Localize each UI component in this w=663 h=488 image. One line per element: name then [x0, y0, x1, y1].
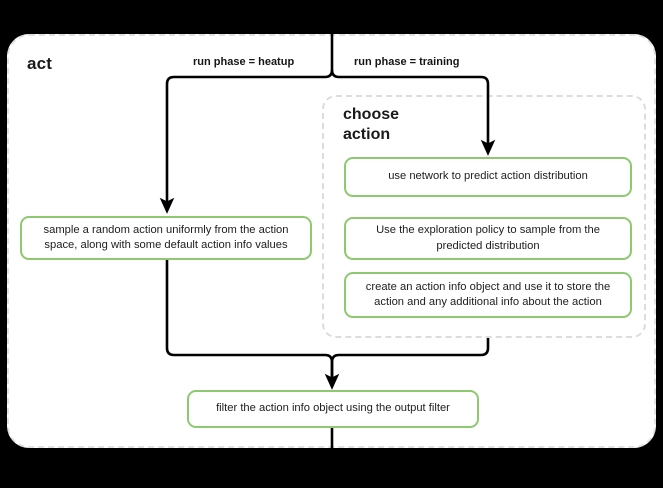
node-filter-output-filter[interactable]: filter the action info object using the … — [187, 390, 479, 428]
node-create-action-info[interactable]: create an action info object and use it … — [344, 272, 632, 318]
edge-label-training: run phase = training — [354, 56, 460, 68]
choose-action-subgraph-title: choose action — [343, 105, 463, 146]
node-sample-random-action[interactable]: sample a random action uniformly from th… — [20, 216, 312, 260]
choose-action-title-line2: action — [343, 126, 391, 144]
act-subgraph-title: act — [27, 54, 53, 73]
node-use-network-predict[interactable]: use network to predict action distributi… — [344, 157, 632, 197]
choose-action-title-line1: choose — [343, 106, 400, 123]
node-exploration-policy-sample[interactable]: Use the exploration policy to sample fro… — [344, 217, 632, 260]
edge-label-heatup: run phase = heatup — [193, 56, 295, 68]
